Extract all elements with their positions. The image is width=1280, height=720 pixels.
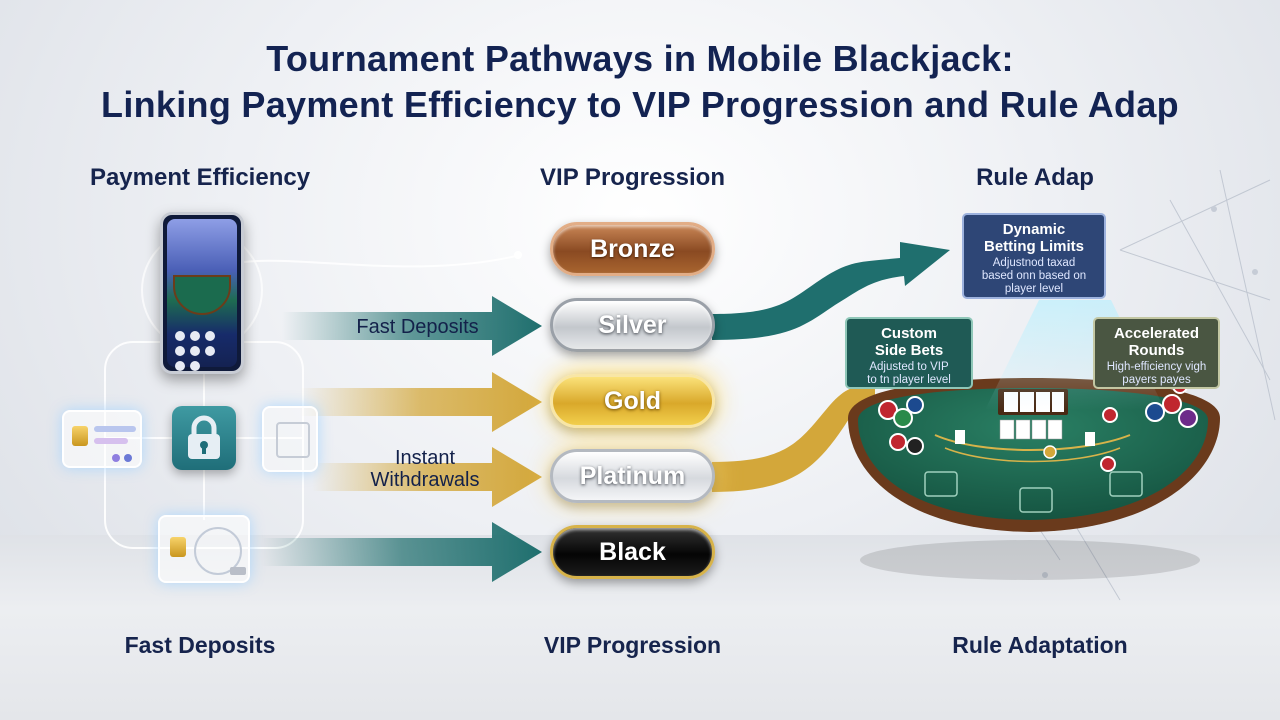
tier-black: Black [550, 525, 715, 579]
phone-buttons [175, 331, 229, 371]
platinum-to-table-flow [712, 384, 875, 492]
fast-deposits-label: Fast Deposits [356, 316, 479, 338]
tier-platinum: Platinum [550, 449, 715, 503]
tier-gold: Gold [550, 374, 715, 428]
gold-arrow [300, 372, 542, 432]
title-line-2: Linking Payment Efficiency to VIP Progre… [101, 84, 1179, 125]
page-title: Tournament Pathways in Mobile Blackjack:… [0, 36, 1280, 128]
fast-deposits-arrow [282, 296, 542, 356]
lock-icon [172, 406, 236, 470]
vip-progression-header: VIP Progression [540, 164, 725, 191]
accelerated-rounds-box: Accelerated Rounds High-efficiency vigh … [1093, 317, 1220, 389]
black-arrow [262, 522, 542, 582]
dynamic-betting-limits-box: Dynamic Betting Limits Adjustnod taxad b… [962, 213, 1106, 299]
silver-to-dynamic-flow [712, 242, 950, 340]
custom-side-bets-box: Custom Side Bets Adjusted to VIP to tn p… [845, 317, 973, 389]
phone-screen [167, 219, 237, 371]
payment-card-icon [158, 515, 250, 583]
tier-bronze: Bronze [550, 222, 715, 276]
vip-progression-footer: VIP Progression [543, 632, 722, 658]
smartphone-icon [160, 212, 244, 374]
phone-table-graphic [173, 275, 231, 315]
instant-withdrawals-label: Instant Withdrawals [370, 447, 480, 491]
payment-efficiency-header: Payment Efficiency [89, 164, 311, 191]
instant-withdrawals-arrow [312, 447, 542, 507]
card-reader-icon [262, 406, 318, 472]
fast-deposits-footer: Fast Deposits [124, 632, 276, 658]
title-line-1: Tournament Pathways in Mobile Blackjack: [266, 38, 1014, 79]
rule-adaptation-footer: Rule Adaptation [952, 632, 1128, 658]
tier-silver: Silver [550, 298, 715, 352]
credit-card-icon [62, 410, 142, 468]
playing-card-icon [955, 419, 1095, 446]
rule-adaptation-header: Rule Adap [976, 164, 1094, 191]
